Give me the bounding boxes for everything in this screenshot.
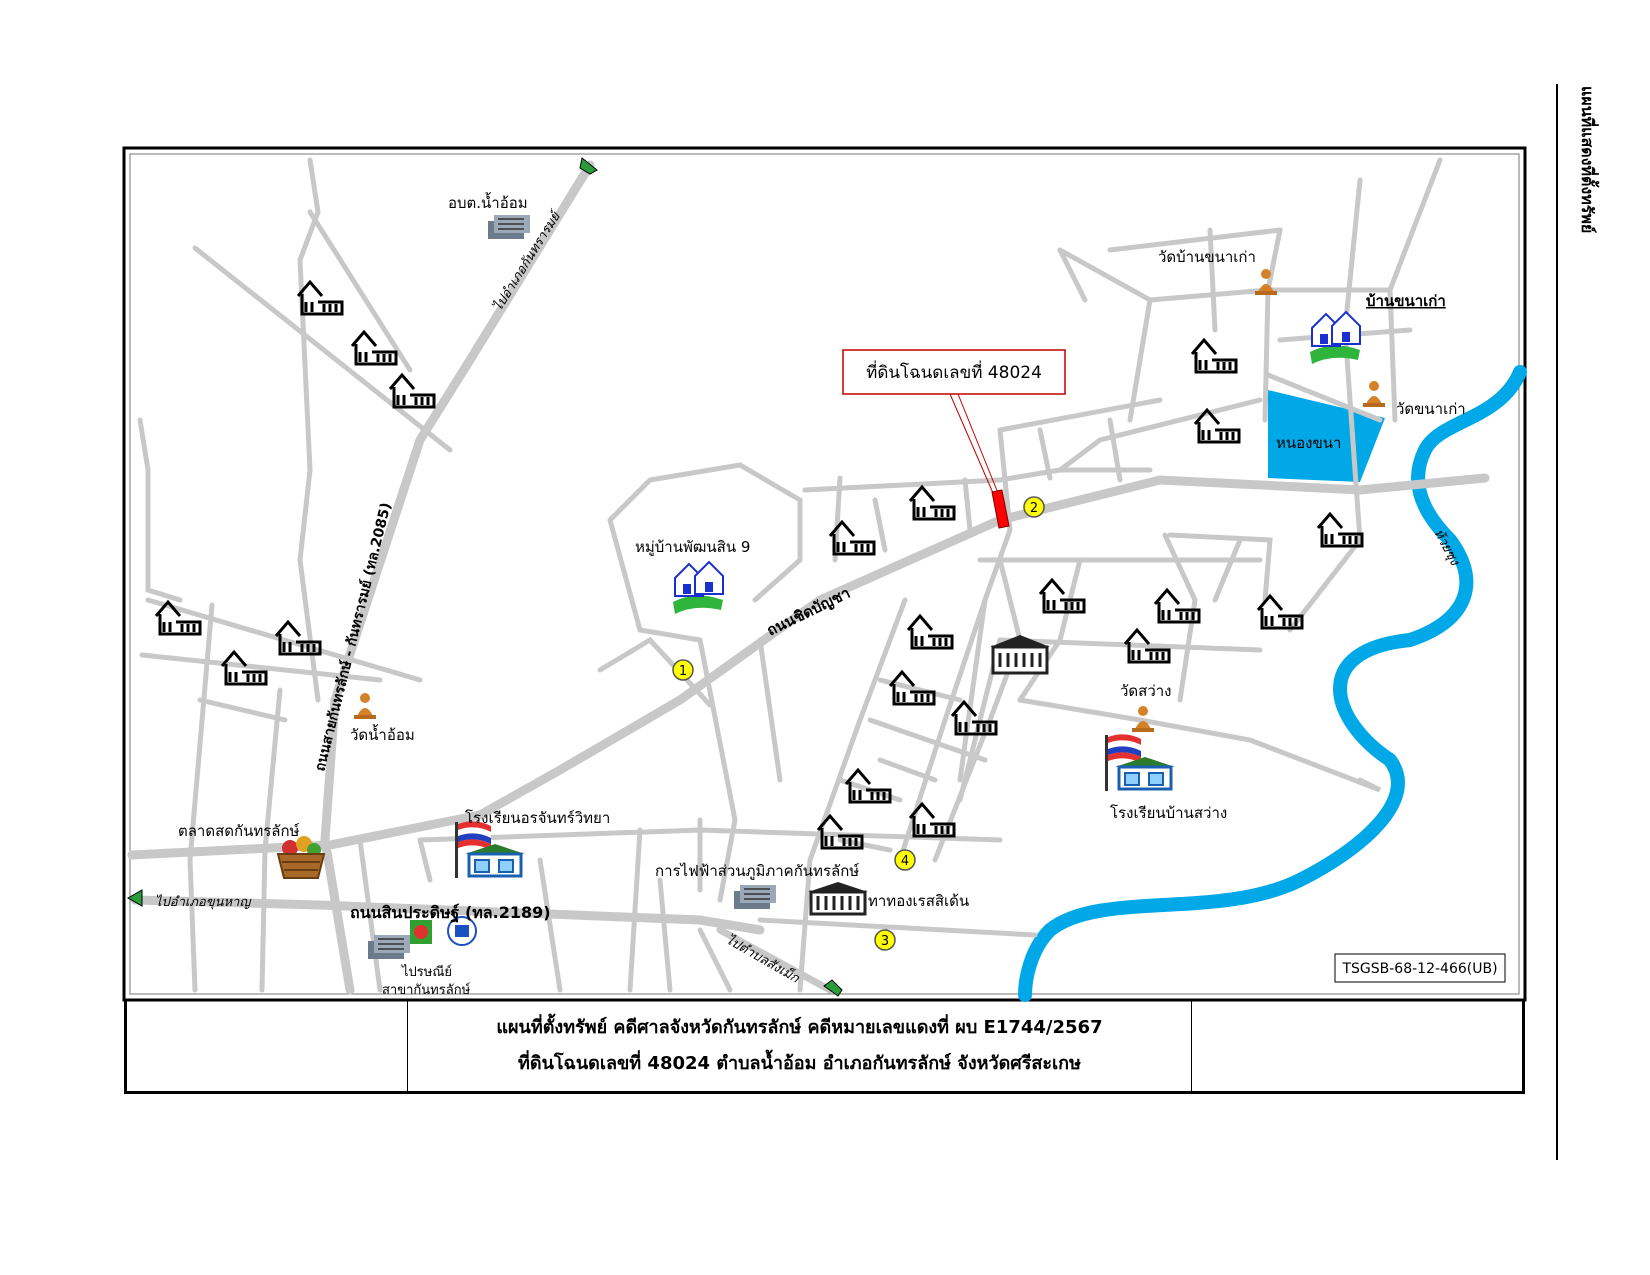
gold-shop-icon xyxy=(808,882,868,916)
side-rule xyxy=(1556,84,1558,1160)
school-icon xyxy=(455,821,525,878)
house-icon xyxy=(906,613,954,650)
label-wat-nam-om: วัดน้ำอ้อม xyxy=(350,724,415,744)
school-icon xyxy=(1105,734,1175,791)
map-footer: แผนที่ตั้งทรัพย์ คดีศาลจังหวัดกันทรลักษ์… xyxy=(124,1000,1525,1094)
house-icon xyxy=(388,372,436,409)
major-roads xyxy=(127,160,1490,995)
marker-2: 2 xyxy=(1030,501,1038,516)
footer-left-cell xyxy=(127,1000,408,1091)
house-icon xyxy=(1123,627,1171,664)
house-icon xyxy=(888,669,936,706)
office-building-icon xyxy=(368,935,410,959)
label-wat-khana-kao: วัดขนาเก่า xyxy=(1396,400,1466,418)
market-basket-icon xyxy=(276,836,326,879)
label-road-2189: ถนนสินประดิษฐ์ (ทล.2189) xyxy=(350,903,551,923)
temple-icon xyxy=(1255,269,1277,295)
house-icon xyxy=(816,813,864,850)
house-icon xyxy=(350,329,398,366)
label-gold-shop: ทาทองเรสสิเด้น xyxy=(868,892,969,910)
house-icon xyxy=(1256,593,1304,630)
house-icon xyxy=(1038,577,1086,614)
thai-post-logo-icon xyxy=(447,916,477,946)
office-building-icon xyxy=(734,885,776,909)
river-huai-sung xyxy=(1018,365,1527,1002)
direction-arrows xyxy=(126,157,843,997)
side-note: แผนที่แสดงที่ตั้งทรัพย์ xyxy=(1578,86,1597,234)
office-icons xyxy=(368,215,1050,959)
label-post-line1: ไปรษณีย์ xyxy=(401,964,452,980)
house-icons xyxy=(154,279,1364,850)
office-building-icon xyxy=(488,215,530,239)
house-icon xyxy=(1193,407,1241,444)
label-post-line2: สาขากันทรลักษ์ xyxy=(382,982,471,998)
house-icon xyxy=(908,801,956,838)
marker-4: 4 xyxy=(901,854,909,869)
temple-icon xyxy=(354,693,376,719)
target-parcel: ที่ดินโฉนดเลขที่ 48024 xyxy=(842,349,1066,529)
arrow-north-icon xyxy=(579,157,598,175)
parcel-marker xyxy=(991,489,1010,529)
label-obt: อบต.น้ำอ้อม xyxy=(448,192,528,212)
label-wat-sawang: วัดสว่าง xyxy=(1120,682,1172,700)
house-icon xyxy=(1316,511,1364,548)
marker-3: 3 xyxy=(881,934,889,949)
road-2189 xyxy=(130,895,765,935)
footer-line-2: ที่ดินโฉนดเลขที่ 48024 ตำบลน้ำอ้อม อำเภอ… xyxy=(518,1052,1081,1074)
house-icon xyxy=(1153,587,1201,624)
footer-line-1: แผนที่ตั้งทรัพย์ คดีศาลจังหวัดกันทรลักษ์… xyxy=(496,1016,1103,1038)
house-icon xyxy=(908,484,956,521)
parcel-label: ที่ดินโฉนดเลขที่ 48024 xyxy=(866,360,1042,383)
arrow-west-icon xyxy=(126,889,143,907)
large-building-icon xyxy=(990,635,1050,675)
post-office-icons xyxy=(410,916,477,946)
footer-title: แผนที่ตั้งทรัพย์ คดีศาลจังหวัดกันทรลักษ์… xyxy=(407,1000,1192,1091)
marker-1: 1 xyxy=(679,664,687,679)
temple-icon xyxy=(1363,381,1385,407)
parcel-label-box xyxy=(842,349,1066,395)
label-nong-khana: หนองขนา xyxy=(1276,434,1341,452)
label-market: ตลาดสดกันทรลักษ์ xyxy=(178,822,300,840)
label-pea: การไฟฟ้าส่วนภูมิภาคกันทรลักษ์ xyxy=(655,862,860,880)
village-icons xyxy=(673,310,1361,614)
road-to-songmek xyxy=(716,926,834,994)
house-icon xyxy=(950,699,998,736)
road-2085 xyxy=(320,160,595,995)
temple-icon xyxy=(1132,706,1154,732)
house-icon xyxy=(828,519,876,556)
label-school-oran: โรงเรียนอรจันทร์วิทยา xyxy=(465,809,610,827)
post-logo-icon xyxy=(410,920,432,944)
house-icon xyxy=(220,649,268,686)
temple-icons xyxy=(354,269,1385,732)
house-icon xyxy=(296,279,344,316)
place-labels: อบต.น้ำอ้อม วัดบ้านขนาเก่า บ้านขนาเก่า ว… xyxy=(178,192,1466,998)
house-icon xyxy=(1190,337,1238,374)
school-icons xyxy=(455,734,1175,878)
village-icon xyxy=(1310,310,1361,364)
arrow-southeast-icon xyxy=(823,979,843,997)
village-icon xyxy=(673,560,724,614)
reference-code: TSGSB-68-12-466(UB) xyxy=(1341,961,1497,977)
reference-box xyxy=(1334,953,1506,983)
label-moo-ban: หมู่บ้านพัฒนสิน 9 xyxy=(635,538,750,556)
label-to-khunhan: ไปอำเภอขุนหาญ xyxy=(155,894,252,910)
road-chid-banchar xyxy=(127,473,1490,860)
label-ban-khana-kao: บ้านขนาเก่า xyxy=(1366,292,1446,310)
minor-roads xyxy=(137,157,1443,993)
label-school-ban-sawang: โรงเรียนบ้านสว่าง xyxy=(1110,804,1227,822)
house-icon xyxy=(844,767,892,804)
label-wat-ban-khana-kao: วัดบ้านขนาเก่า xyxy=(1158,248,1256,266)
house-icon xyxy=(274,619,322,656)
house-icon xyxy=(154,599,202,636)
numbered-markers: 1 2 3 4 xyxy=(672,496,1045,951)
footer-right-cell xyxy=(1191,1000,1522,1091)
